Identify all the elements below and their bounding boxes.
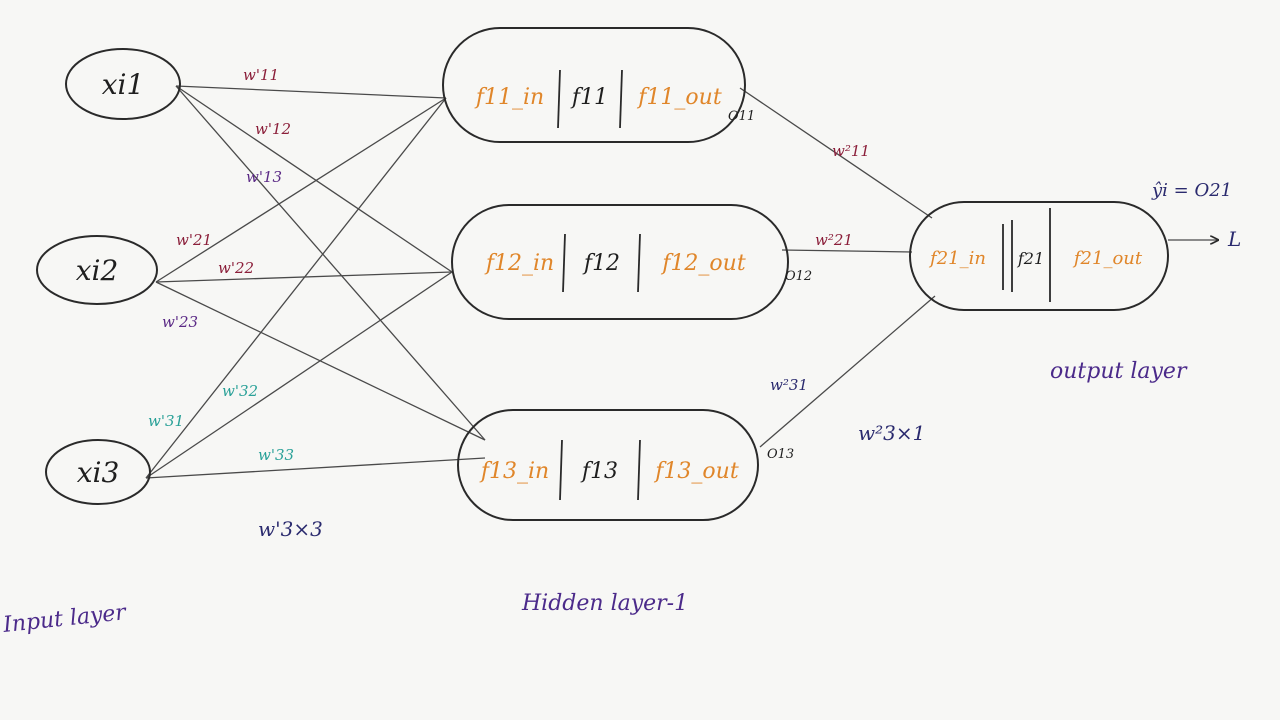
- hidden-2-mid: f12: [582, 251, 620, 276]
- edge-x1-h2: [175, 85, 453, 273]
- hidden-1-mid: f11: [570, 85, 608, 110]
- hidden-2-output-label: O12: [785, 269, 812, 284]
- hidden-2-in: f12_in: [484, 251, 554, 276]
- edge-h3-out: [759, 295, 936, 448]
- weight-w22: w'22: [218, 259, 254, 277]
- hidden-2-out: f12_out: [660, 251, 746, 276]
- hidden-3-mid: f13: [580, 459, 618, 484]
- weight-w11: w'11: [243, 66, 279, 84]
- hidden-3-in: f13_in: [479, 459, 549, 484]
- hidden-node-3: f13_in f13 f13_out: [457, 409, 759, 521]
- input-label-1: xi1: [102, 68, 145, 101]
- output-in: f21_in: [928, 248, 986, 269]
- weight-w12: w'12: [255, 120, 291, 138]
- edge-x3-h1: [145, 97, 447, 479]
- hidden-layer-label: Hidden layer-1: [521, 591, 688, 616]
- input-layer-label: Input layer: [1, 600, 128, 638]
- edge-x1-h3: [175, 85, 486, 441]
- input-label-3: xi3: [77, 456, 120, 489]
- weight-w32: w'32: [222, 382, 258, 400]
- weight2-w11: w²11: [832, 142, 870, 160]
- weight-w21: w'21: [176, 231, 212, 249]
- input-node-1: xi1: [65, 48, 181, 120]
- output-node: f21_in f21 f21_out: [909, 201, 1169, 311]
- layer2-edges: [739, 87, 1218, 448]
- weight-matrix-2: w²3×1: [858, 421, 925, 445]
- edge-x2-h1: [155, 97, 447, 283]
- edge-h2-out: [781, 249, 913, 253]
- weight-w13: w'13: [246, 168, 282, 186]
- hidden-1-output-label: O11: [728, 109, 755, 124]
- hidden-node-1: f11_in f11 f11_out: [442, 27, 746, 143]
- weight-matrix-1: w'3×3: [258, 517, 323, 541]
- weight-w31: w'31: [148, 412, 184, 430]
- hidden-1-out: f11_out: [636, 85, 722, 110]
- hidden-node-2: f12_in f12 f12_out: [451, 204, 789, 320]
- weight-w33: w'33: [258, 446, 294, 464]
- hidden-3-output-label: O13: [767, 447, 794, 462]
- input-node-2: xi2: [36, 235, 158, 305]
- output-out: f21_out: [1072, 248, 1143, 269]
- input-label-2: xi2: [76, 254, 119, 287]
- hidden-3-out: f13_out: [653, 459, 739, 484]
- edge-x3-h3: [145, 457, 486, 479]
- edge-h1-out: [739, 87, 933, 219]
- output-mid: f21: [1017, 249, 1044, 268]
- layer1-edges: [145, 85, 486, 479]
- output-layer-label: output layer: [1050, 359, 1188, 384]
- prediction-label: ŷi = O21: [1151, 180, 1232, 201]
- input-node-3: xi3: [45, 439, 151, 505]
- weight2-w31: w²31: [770, 376, 808, 394]
- weight2-w21: w²21: [815, 231, 853, 249]
- edge-x3-h2: [145, 271, 453, 479]
- weight-w23: w'23: [162, 313, 198, 331]
- hidden-1-in: f11_in: [474, 85, 544, 110]
- loss-label: L: [1227, 227, 1241, 251]
- edge-x1-h1: [175, 85, 447, 99]
